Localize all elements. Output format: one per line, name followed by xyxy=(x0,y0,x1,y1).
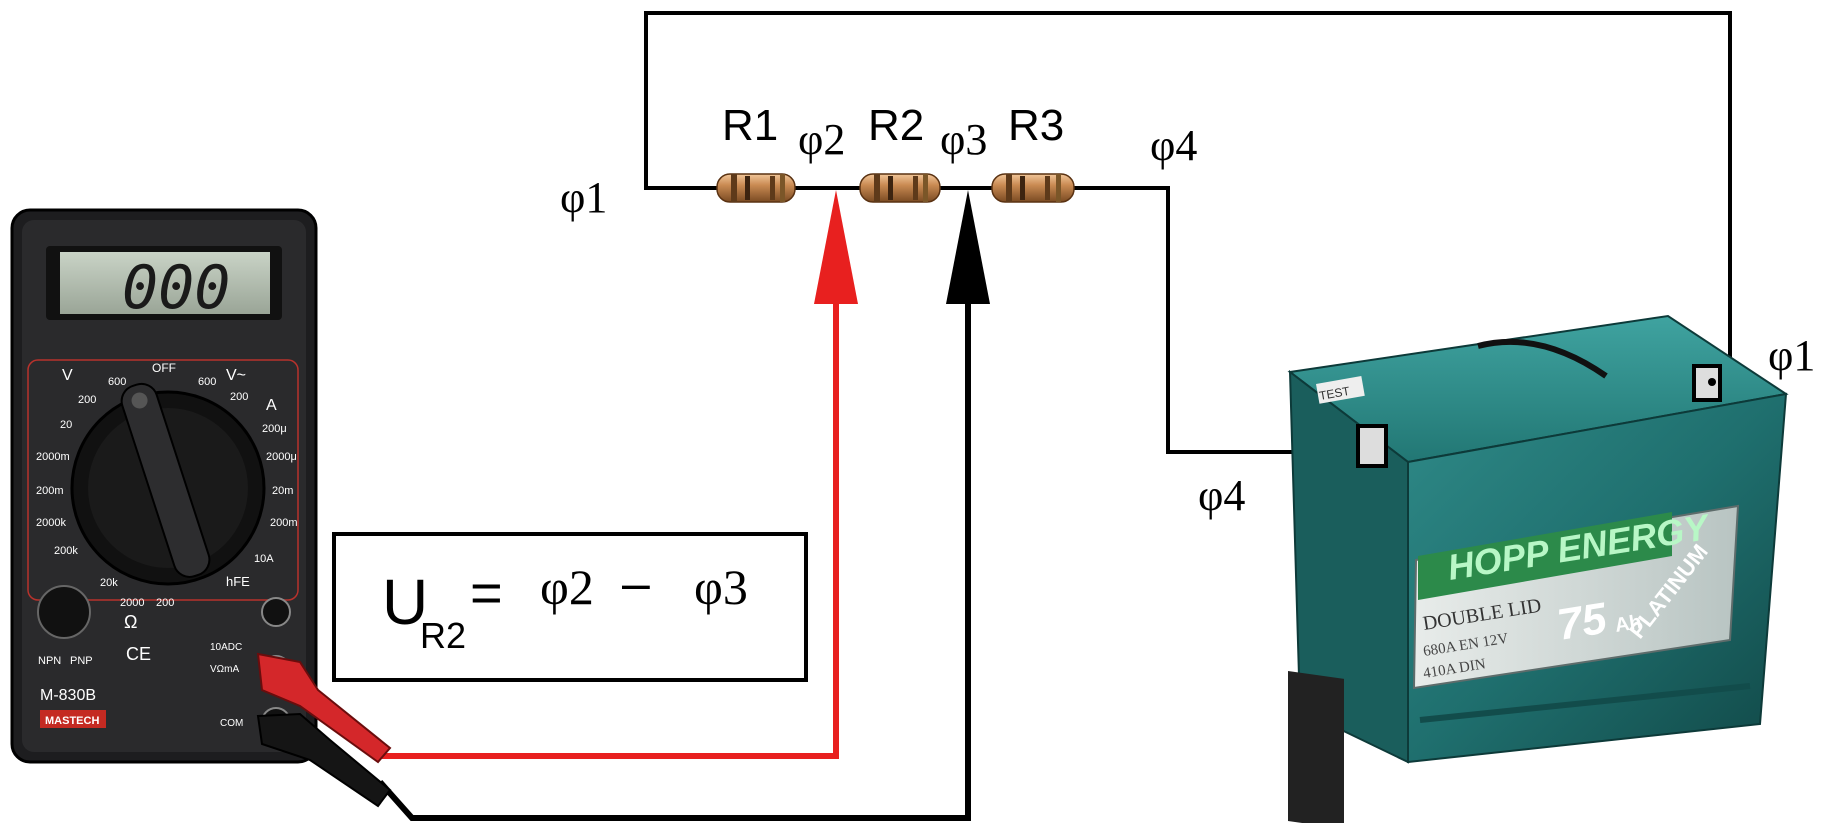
red-probe-lead xyxy=(380,190,858,759)
vdc-range-600: 600 xyxy=(108,376,126,388)
label-pnp: PNP xyxy=(70,655,93,667)
adc-range-10a: 10A xyxy=(254,553,274,565)
hfe-socket xyxy=(37,585,91,639)
multimeter: 000 V OFF V~ A Ω hFE 200 600 20 2000m 20… xyxy=(10,208,392,808)
adc-range-20m: 20m xyxy=(272,485,293,497)
ohm-range-2000: 2000 xyxy=(120,597,144,609)
vdc-range-20: 20 xyxy=(60,419,72,431)
ohm-range-20k: 20k xyxy=(100,577,118,589)
formula-equals: = xyxy=(470,561,503,624)
positive-terminal xyxy=(1692,364,1722,402)
multimeter-model: M-830B xyxy=(40,687,96,704)
label-ohm: Ω xyxy=(124,612,137,632)
resistor-r2 xyxy=(859,173,941,203)
label-ce: CE xyxy=(126,644,151,664)
label-r2: R2 xyxy=(868,101,924,150)
vdc-range-200m: 200m xyxy=(36,485,64,497)
formula-u: U xyxy=(382,566,428,638)
black-probe-arrow xyxy=(946,190,990,304)
label-port-v: VΩmA xyxy=(210,664,239,675)
label-adc: A xyxy=(266,397,277,414)
label-hfe: hFE xyxy=(226,574,250,589)
battery-warning-label xyxy=(1288,671,1344,823)
multimeter-brand: MASTECH xyxy=(45,715,99,727)
label-phi1-battery: φ1 xyxy=(1768,331,1815,380)
battery-test-label: TEST xyxy=(1318,384,1351,403)
resistor-r3 xyxy=(991,173,1075,203)
adc-range-200m: 200m xyxy=(270,517,298,529)
label-vdc: V xyxy=(62,367,73,384)
label-phi3: φ3 xyxy=(940,115,987,164)
wire-r3-battery xyxy=(1072,186,1362,454)
resistor-r1 xyxy=(716,173,796,203)
red-probe-plug xyxy=(256,652,392,764)
vac-range-200: 200 xyxy=(230,391,248,403)
multimeter-display xyxy=(60,252,270,314)
dial-pointer xyxy=(120,382,211,578)
multimeter-reading: 000 xyxy=(122,253,230,323)
formula-minus: – xyxy=(622,555,650,611)
vdc-range-2000m: 2000m xyxy=(36,451,70,463)
black-probe-lead xyxy=(377,190,990,821)
label-phi1-top: φ1 xyxy=(560,173,607,222)
label-off: OFF xyxy=(152,361,176,375)
label-r1: R1 xyxy=(722,101,778,150)
ohm-range-200: 200 xyxy=(156,597,174,609)
label-port-com: COM xyxy=(220,718,243,729)
vac-range-600: 600 xyxy=(198,376,216,388)
negative-terminal xyxy=(1356,424,1388,468)
label-port-10a: 10ADC xyxy=(210,642,242,653)
red-probe-arrow xyxy=(814,190,858,304)
mastech-logo xyxy=(40,710,106,728)
adc-range-2000u: 2000μ xyxy=(266,451,297,463)
label-npn: NPN xyxy=(38,655,61,667)
formula-phi-b: φ3 xyxy=(694,559,748,615)
formula-phi-a: φ2 xyxy=(540,559,594,615)
top-return-wire xyxy=(644,11,1732,387)
label-phi4-battery: φ4 xyxy=(1198,471,1245,520)
formula-box: U R2 = φ2 – φ3 xyxy=(332,532,808,682)
label-phi2: φ2 xyxy=(798,115,845,164)
battery-unit: Ah xyxy=(1613,611,1643,637)
label-phi4-top: φ4 xyxy=(1150,121,1197,170)
ohm-range-2000k: 2000k xyxy=(36,517,66,529)
label-r3: R3 xyxy=(1008,101,1064,150)
battery-capacity: 75 xyxy=(1554,594,1611,650)
vdc-range-200: 200 xyxy=(78,394,96,406)
label-vac: V~ xyxy=(226,367,246,384)
port-10a[interactable] xyxy=(261,597,291,627)
adc-range-200u: 200μ xyxy=(262,423,287,435)
battery: HOPP ENERGY 75 Ah PLATINUM DOUBLE LID 68… xyxy=(1287,314,1789,823)
formula-subscript: R2 xyxy=(420,615,466,656)
black-probe-plug xyxy=(256,712,392,808)
ohm-range-200k: 200k xyxy=(54,545,78,557)
